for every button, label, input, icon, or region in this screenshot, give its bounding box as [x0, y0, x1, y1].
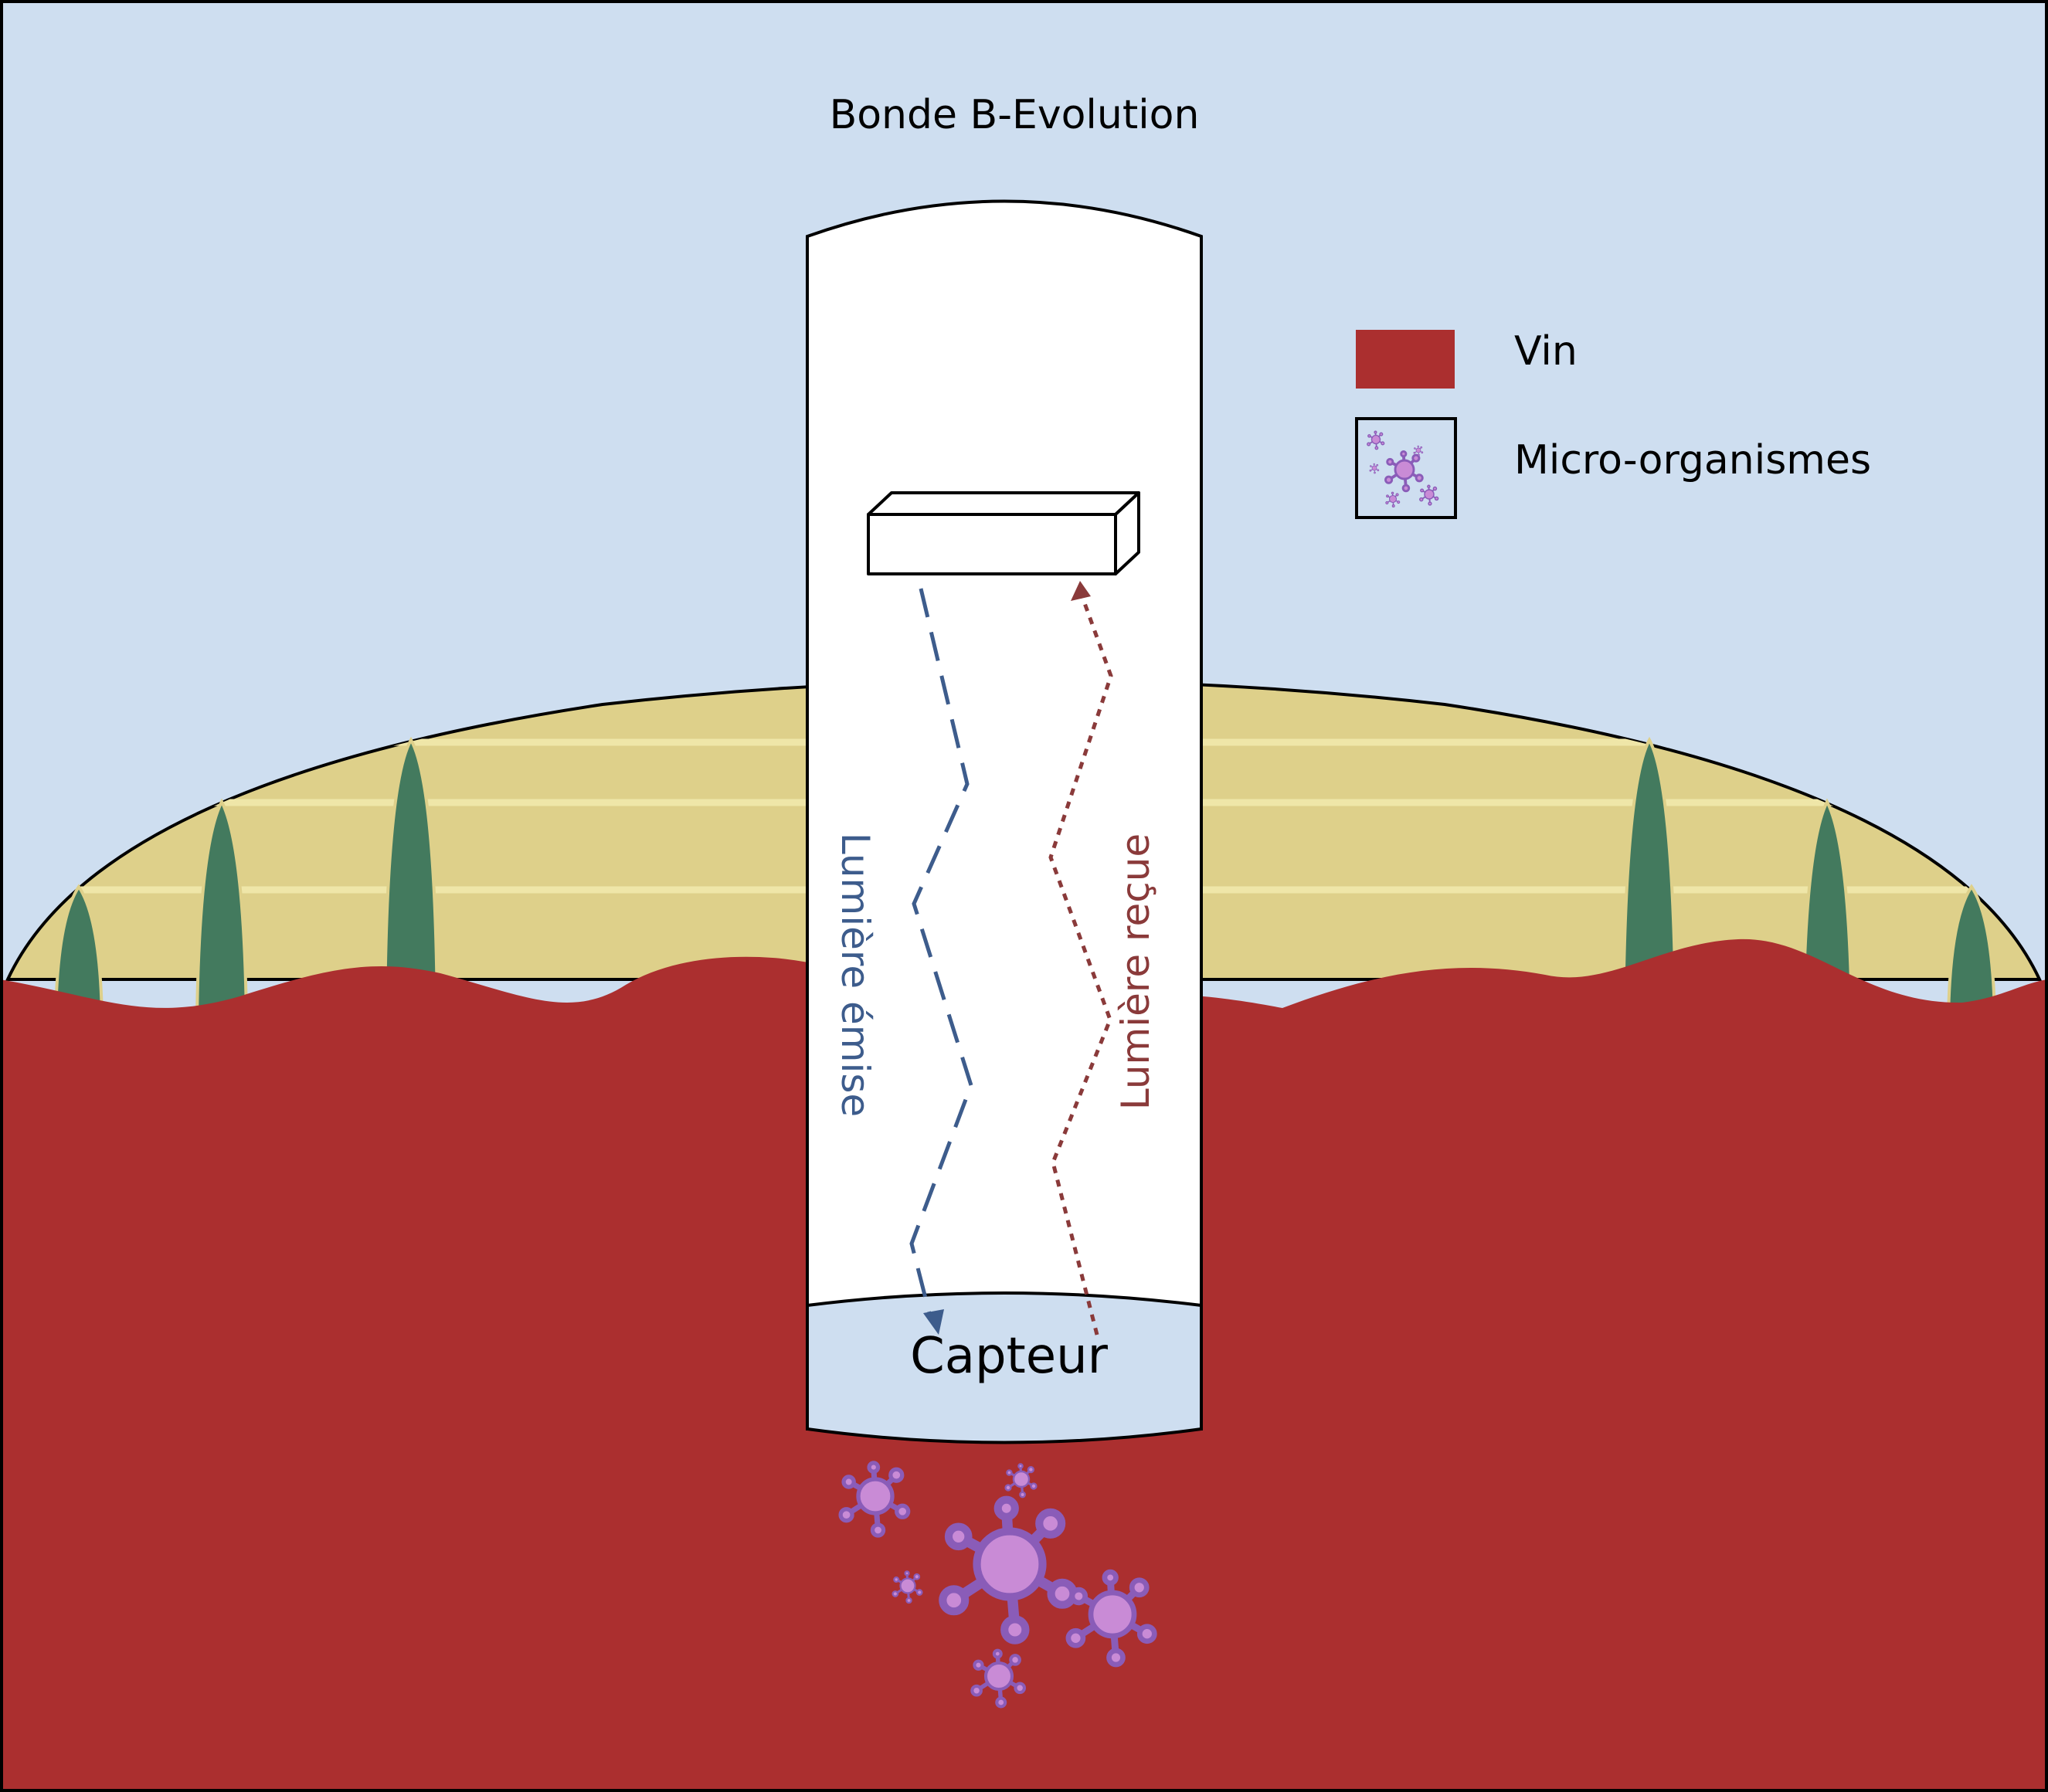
legend-microbes-swatch: [1355, 417, 1457, 519]
emitter-box-icon: [867, 491, 1140, 575]
received-light-path: [1048, 581, 1113, 1336]
legend-microbes-label: Micro-organismes: [1514, 437, 1871, 484]
legend: Vin Micro-organismes: [1355, 328, 1871, 519]
cypress-tree-icon: [53, 736, 1997, 1021]
emitted-light-path: [909, 588, 973, 1335]
emitted-light-label: Lumière émise: [833, 833, 878, 1117]
bung-tube: [806, 199, 1203, 1444]
received-light-label: Lumière reçue: [1113, 833, 1158, 1110]
sensor-zone: [806, 1291, 1203, 1444]
diagram-title: Bonde B-Evolution: [830, 92, 1200, 138]
sensor-label: Capteur: [910, 1328, 1109, 1385]
legend-wine-swatch: [1356, 330, 1455, 389]
legend-wine-label: Vin: [1514, 328, 1578, 375]
